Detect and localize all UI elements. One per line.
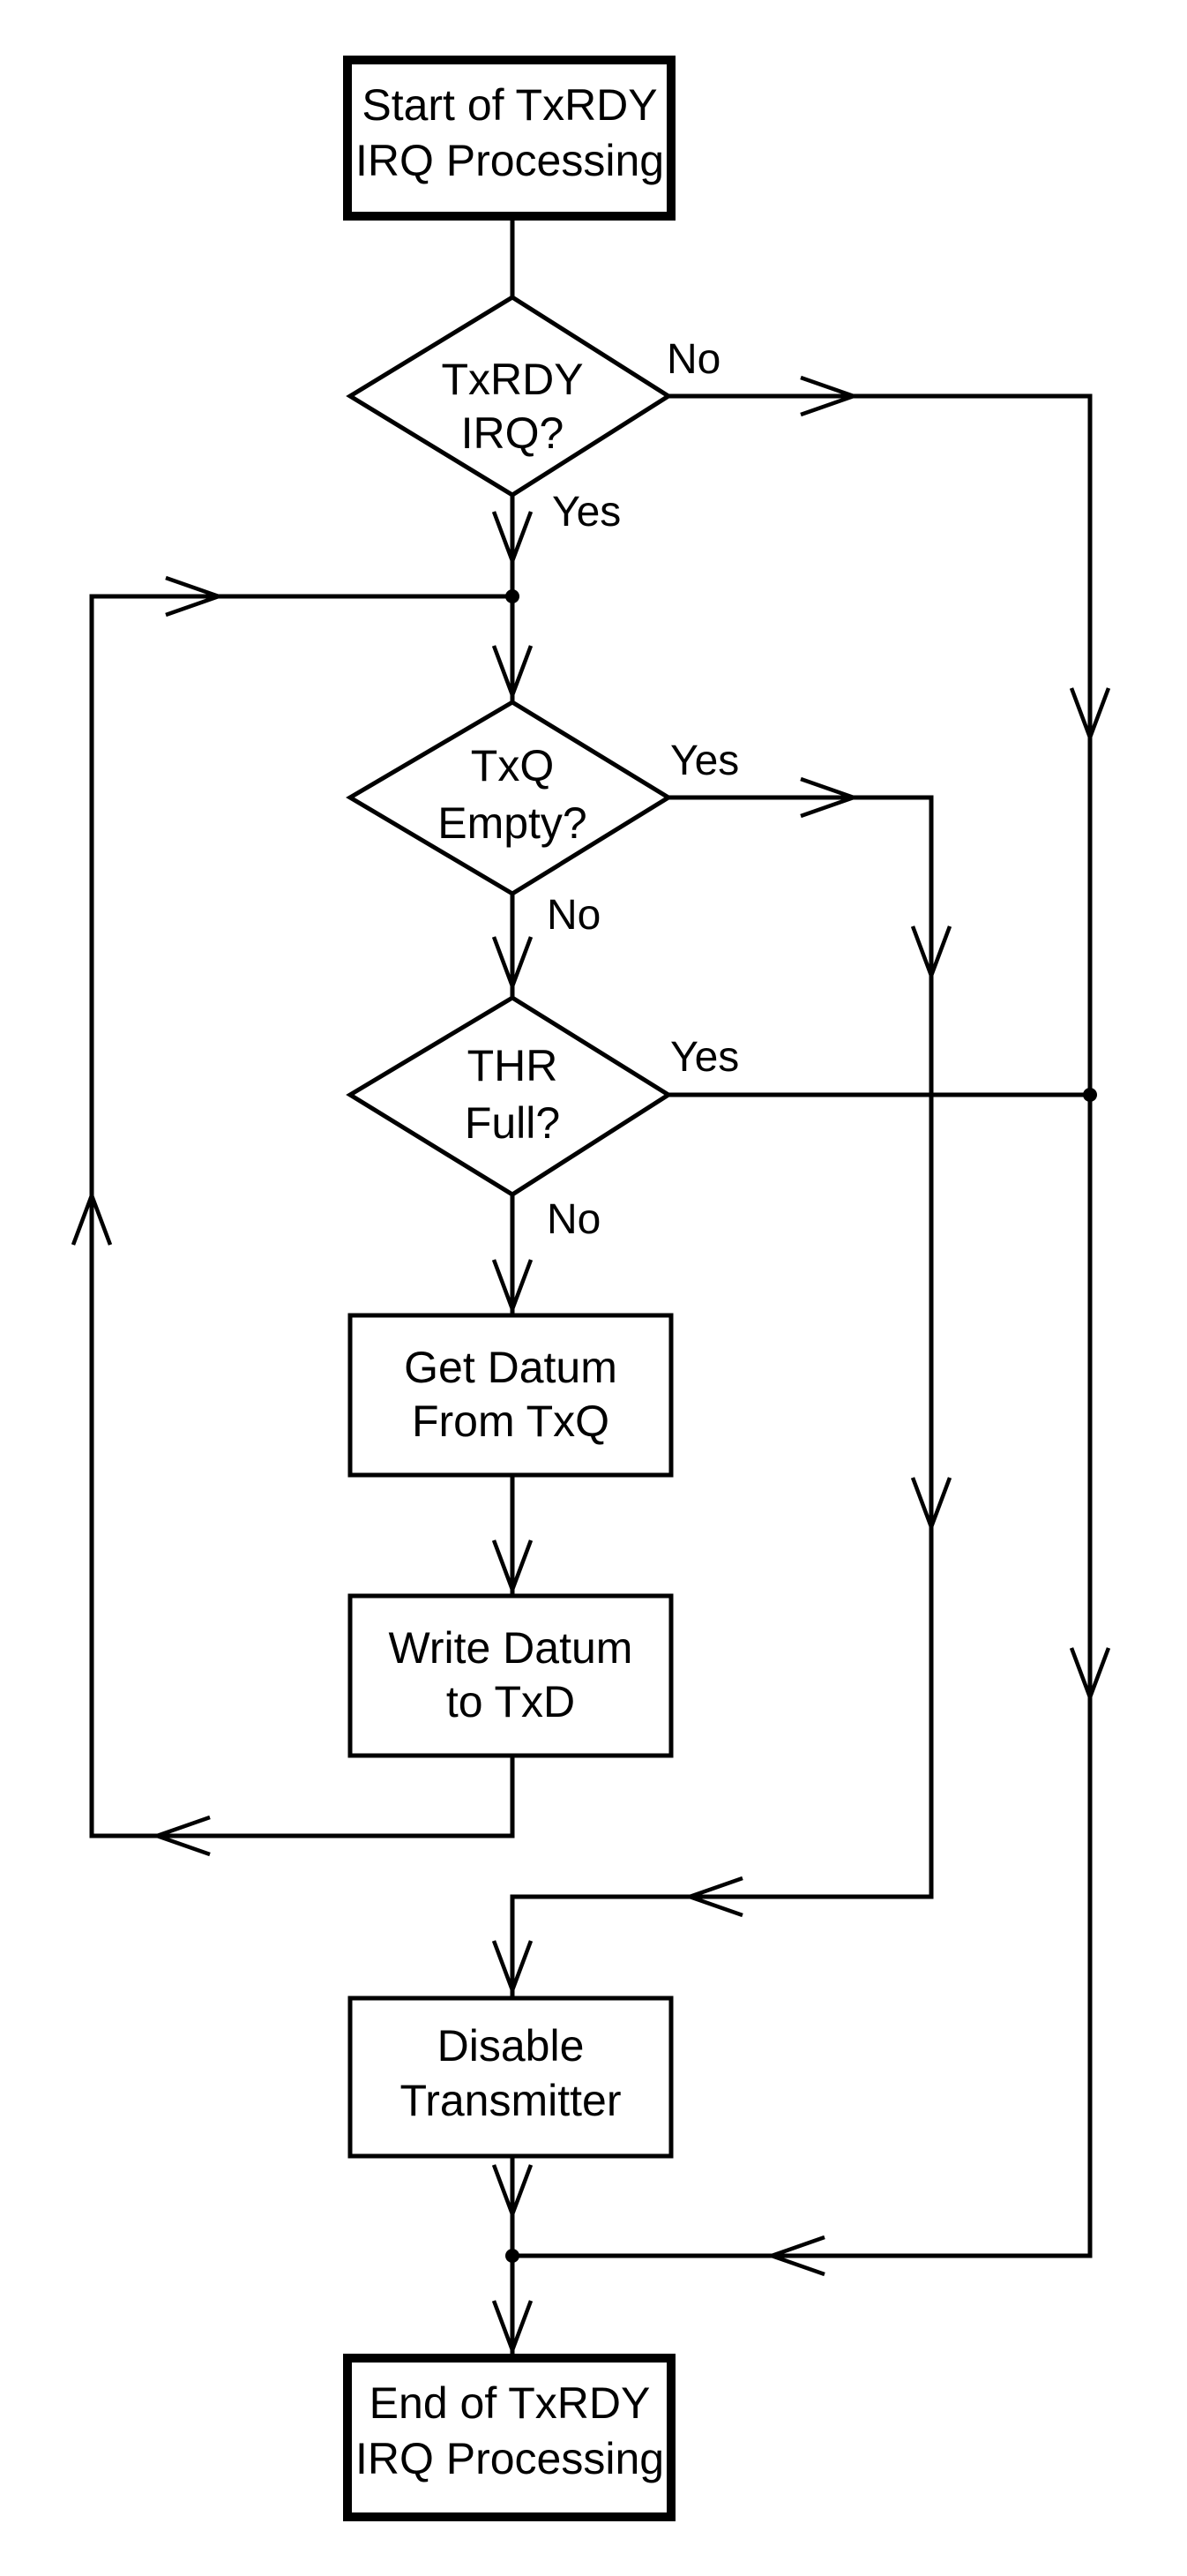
start-label-line1: Start of TxRDY [362, 80, 657, 130]
thr-no-label: No [547, 1196, 601, 1243]
edge-txq-yes [510, 795, 934, 1998]
arrow-down-icon [491, 1940, 534, 1996]
thr-full-label-line1: THR [467, 1041, 558, 1090]
arrow-right-icon [800, 375, 860, 417]
end-label-line1: End of TxRDY [370, 2378, 651, 2428]
node-disable-transmitter: Disable Transmitter [347, 1996, 674, 2159]
txrdy-yes-label: Yes [552, 489, 621, 535]
junction-dot-loop [505, 589, 519, 603]
write-datum-label-line1: Write Datum [389, 1623, 633, 1673]
arrow-down-icon [491, 645, 534, 701]
thr-full-label-line2: Full? [465, 1098, 560, 1148]
get-datum-label-line1: Get Datum [404, 1343, 617, 1392]
arrow-down-icon [491, 1259, 534, 1315]
disable-transmitter-box [347, 1996, 674, 2159]
get-datum-label-line2: From TxQ [412, 1397, 609, 1446]
arrow-right-icon [800, 776, 860, 819]
arrow-down-icon [910, 1477, 952, 1533]
txrdy-irq-label-line2: IRQ? [461, 408, 564, 458]
arrow-down-icon [491, 511, 534, 567]
arrow-down-icon [1069, 1647, 1111, 1704]
txq-no-label: No [547, 892, 601, 939]
node-get-datum: Get Datum From TxQ [347, 1313, 674, 1478]
txrdy-irq-label-line1: TxRDY [441, 355, 583, 404]
arrow-left-icon [765, 2235, 825, 2277]
node-txrdy-irq-decision: TxRDY IRQ? [346, 295, 673, 498]
arrow-left-icon [683, 1876, 743, 1918]
txq-empty-label-line2: Empty? [437, 798, 587, 848]
junction-dot-thr-rail [1083, 1088, 1097, 1102]
arrow-down-icon [491, 2300, 534, 2356]
end-terminal-box [343, 2354, 676, 2521]
arrow-left-icon [151, 1815, 211, 1857]
junction-dot-end [505, 2249, 519, 2263]
start-label-line2: IRQ Processing [355, 136, 664, 185]
arrow-right-icon [165, 575, 225, 618]
txq-yes-label: Yes [670, 738, 739, 784]
arrows [71, 375, 1111, 2356]
node-thr-full-decision: THR Full? [346, 995, 673, 1197]
node-end: End of TxRDY IRQ Processing [343, 2354, 676, 2521]
txq-empty-label-line1: TxQ [471, 741, 554, 790]
arrow-down-icon [491, 2164, 534, 2220]
txrdy-irq-diamond [346, 295, 673, 498]
arrow-down-icon [491, 936, 534, 992]
edge-loop-back [89, 594, 515, 1838]
get-datum-box [347, 1313, 674, 1478]
thr-full-diamond [346, 995, 673, 1197]
node-txq-empty-decision: TxQ Empty? [346, 700, 673, 896]
node-write-datum: Write Datum to TxD [347, 1593, 674, 1758]
edge-labels: No Yes Yes No Yes No [547, 336, 739, 1243]
disable-transmitter-label-line1: Disable [437, 2021, 585, 2071]
arrow-down-icon [491, 1539, 534, 1596]
thr-yes-label: Yes [670, 1034, 739, 1081]
arrow-down-icon [910, 925, 952, 982]
start-terminal-box [343, 56, 676, 221]
arrow-up-icon [71, 1189, 113, 1246]
junctions [505, 589, 1097, 2263]
txrdy-no-label: No [667, 336, 720, 383]
disable-transmitter-label-line2: Transmitter [400, 2076, 622, 2125]
txq-empty-diamond [346, 700, 673, 896]
connectors [89, 216, 1093, 2355]
end-label-line2: IRQ Processing [355, 2434, 664, 2483]
node-start: Start of TxRDY IRQ Processing [343, 56, 676, 221]
write-datum-box [347, 1593, 674, 1758]
arrow-down-icon [1069, 687, 1111, 744]
edge-txrdy-no [512, 393, 1093, 2258]
write-datum-label-line2: to TxD [446, 1677, 575, 1726]
